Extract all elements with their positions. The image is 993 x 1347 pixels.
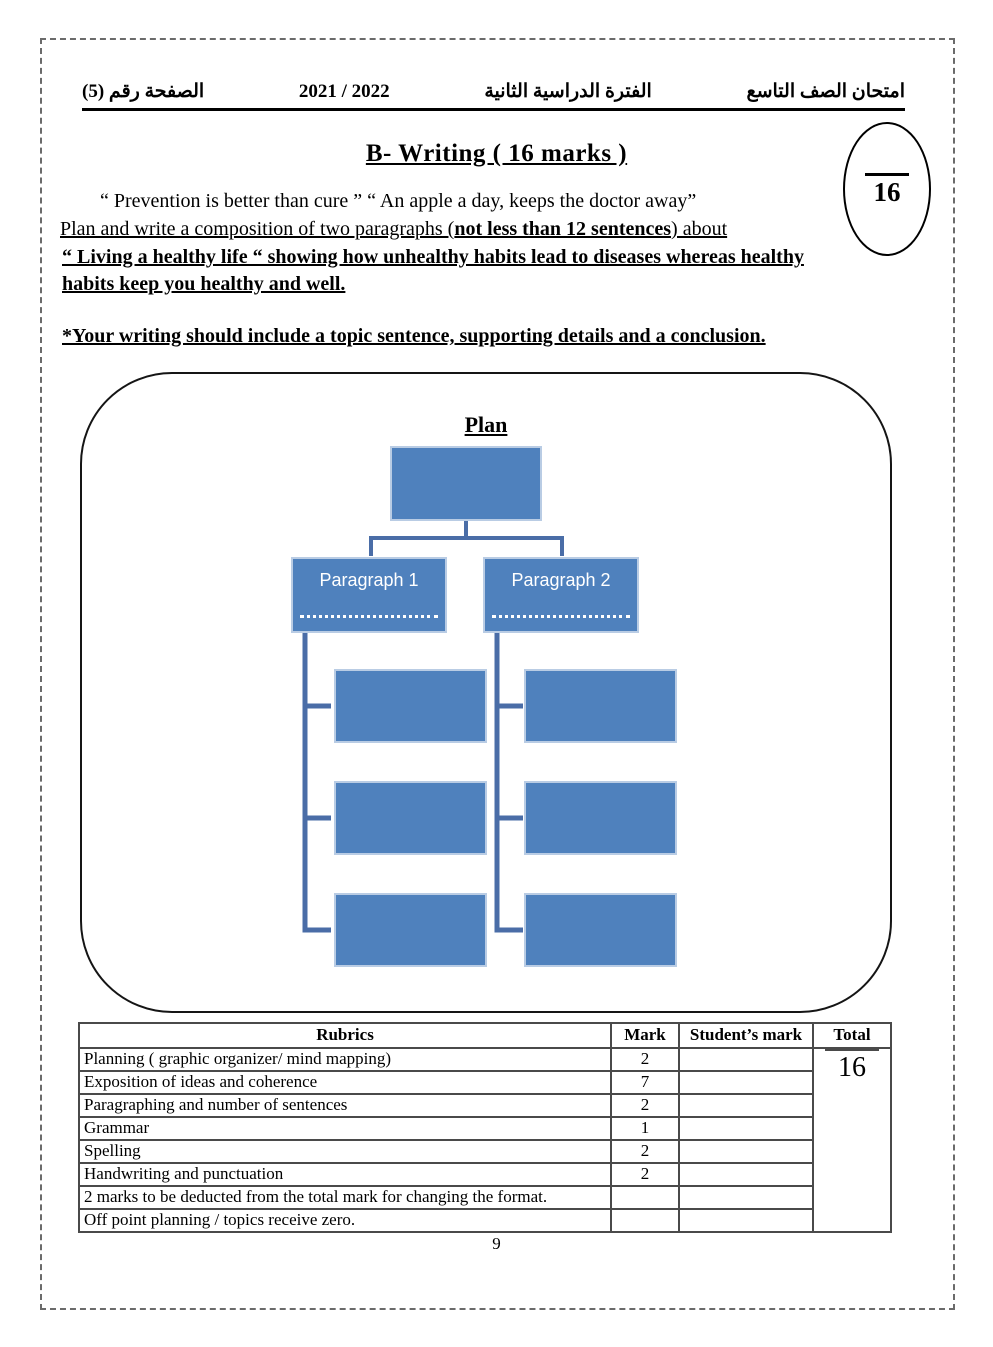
rubric-label: 2 marks to be deducted from the total ma…	[78, 1185, 612, 1210]
paragraph-2-box: Paragraph 2	[483, 557, 639, 633]
paragraph-1-box: Paragraph 1	[291, 557, 447, 633]
total-blank-line	[825, 1050, 879, 1051]
rubric-label: Paragraphing and number of sentences	[78, 1093, 612, 1118]
exam-title-arabic: امتحان الصف التاسع	[746, 81, 905, 102]
rubric-mark	[610, 1185, 680, 1210]
student-mark-cell	[678, 1162, 814, 1187]
paragraph-2-detail-box-2	[524, 781, 677, 855]
student-mark-cell	[678, 1208, 814, 1233]
score-oval: 16	[843, 122, 931, 256]
header-students-mark: Student’s mark	[678, 1022, 814, 1049]
paragraph-2-dotted-line	[492, 615, 630, 618]
header-rubrics: Rubrics	[78, 1022, 612, 1049]
rubric-label: Planning ( graphic organizer/ mind mappi…	[78, 1047, 612, 1072]
rubric-mark: 2	[610, 1162, 680, 1187]
rubric-label: Off point planning / topics receive zero…	[78, 1208, 612, 1233]
student-mark-cell	[678, 1185, 814, 1210]
paragraph-1-label: Paragraph 1	[319, 570, 419, 590]
paragraph-1-detail-box-2	[334, 781, 487, 855]
rubric-label: Handwriting and punctuation	[78, 1162, 612, 1187]
exam-header: امتحان الصف التاسع الفترة الدراسية الثان…	[82, 80, 905, 111]
table-row: 2 marks to be deducted from the total ma…	[78, 1185, 891, 1210]
table-row: Exposition of ideas and coherence 7	[78, 1070, 891, 1095]
total-cell: 16	[812, 1047, 892, 1233]
plan-title: Plan	[464, 412, 508, 437]
prompt-topic-line-2: habits keep you healthy and well.	[62, 273, 346, 295]
student-mark-cell	[678, 1070, 814, 1095]
prompt-note-line: *Your writing should include a topic sen…	[62, 325, 766, 347]
term-arabic: الفترة الدراسية الثانية	[484, 81, 652, 102]
table-row: Paragraphing and number of sentences 2	[78, 1093, 891, 1118]
table-header-row: Rubrics Mark Student’s mark Total	[78, 1022, 892, 1049]
paragraph-1-dotted-line	[300, 615, 438, 618]
score-blank-line	[865, 172, 909, 176]
table-row: Spelling 2	[78, 1139, 891, 1164]
table-row: Handwriting and punctuation 2	[78, 1162, 891, 1187]
task-post: ) about	[671, 218, 728, 240]
student-mark-cell	[678, 1093, 814, 1118]
paragraph-1-detail-box-3	[334, 893, 487, 967]
paragraph-1-detail-box-1	[334, 669, 487, 743]
page-number: 9	[492, 1234, 501, 1253]
score-denominator: 16	[873, 176, 901, 207]
section-title: B- Writing ( 16 marks )	[365, 140, 628, 167]
rubric-mark: 2	[610, 1093, 680, 1118]
table-row: Grammar 1	[78, 1116, 891, 1141]
rubric-label: Grammar	[78, 1116, 612, 1141]
header-mark: Mark	[610, 1022, 680, 1049]
table-row: Off point planning / topics receive zero…	[78, 1208, 891, 1233]
student-mark-cell	[678, 1116, 814, 1141]
student-mark-cell	[678, 1139, 814, 1164]
rubric-label: Spelling	[78, 1139, 612, 1164]
rubrics-table: Rubrics Mark Student’s mark Total Planni…	[78, 1022, 892, 1233]
plan-rounded-frame	[80, 372, 892, 1013]
rubric-mark	[610, 1208, 680, 1233]
task-pre: Plan and write a composition of two para…	[60, 218, 455, 240]
school-year: 2022 / 2021	[298, 81, 390, 102]
task-bold: not less than 12 sentences	[454, 218, 672, 240]
rubric-mark: 1	[610, 1116, 680, 1141]
prompt-topic-line-1: “ Living a healthy life “ showing how un…	[62, 246, 804, 268]
total-value: 16	[838, 1052, 866, 1083]
rubric-mark: 2	[610, 1139, 680, 1164]
student-mark-cell	[678, 1047, 814, 1072]
page-dashed-border	[40, 38, 955, 1310]
paragraph-2-detail-box-1	[524, 669, 677, 743]
table-row: Planning ( graphic organizer/ mind mappi…	[78, 1047, 892, 1233]
paragraph-2-label: Paragraph 2	[511, 570, 611, 590]
rubric-mark: 2	[610, 1047, 680, 1072]
paragraph-2-detail-box-3	[524, 893, 677, 967]
header-total: Total	[812, 1022, 892, 1049]
rubric-mark: 7	[610, 1070, 680, 1095]
prompt-quotes-line: “ Prevention is better than cure ” “ An …	[100, 190, 697, 212]
plan-topic-box	[390, 446, 542, 521]
page-label-arabic: الصفحة رقم (5)	[82, 81, 205, 102]
prompt-task-line: Plan and write a composition of two para…	[60, 218, 727, 241]
rubric-label: Exposition of ideas and coherence	[78, 1070, 612, 1095]
